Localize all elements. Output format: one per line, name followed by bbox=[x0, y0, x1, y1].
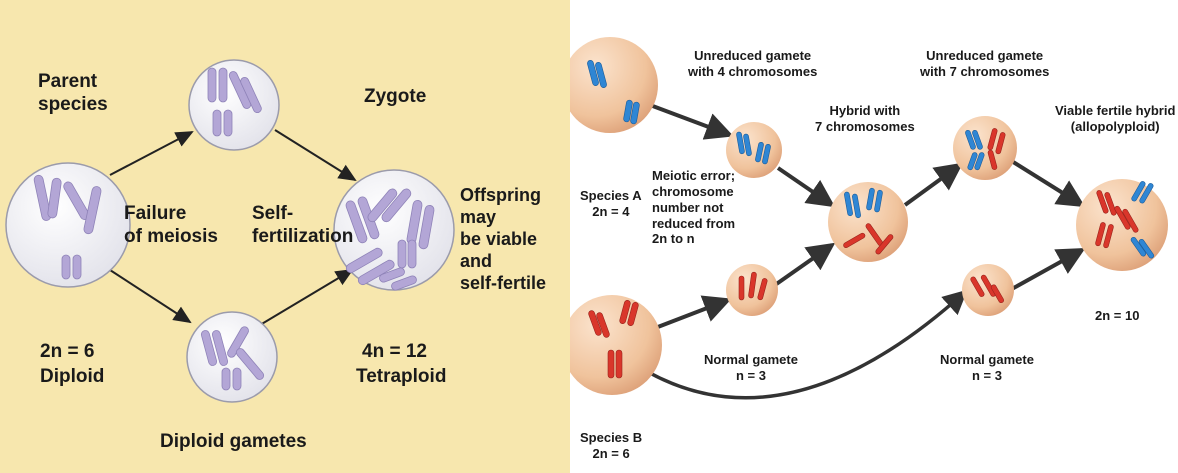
zygote-ploidy-label: 4n = 12 bbox=[362, 340, 427, 363]
arrow-gamete-bottom-to-zygote bbox=[260, 270, 352, 325]
arrow-unreduced-to-viable bbox=[1010, 160, 1082, 205]
normal-gamete-2-label: Normal gamete n = 3 bbox=[940, 352, 1034, 384]
diploid-gametes-label: Diploid gametes bbox=[160, 430, 307, 453]
failure-of-meiosis-label: Failure of meiosis bbox=[124, 202, 218, 248]
zygote-label: Zygote bbox=[364, 85, 426, 108]
hybrid-label: Hybrid with 7 chromosomes bbox=[815, 103, 915, 135]
viable-hybrid-label: Viable fertile hybrid (allopolyploid) bbox=[1055, 103, 1175, 135]
self-fertilization-label: Self- fertilization bbox=[252, 202, 353, 248]
unreduced-gamete-4-label: Unreduced gamete with 4 chromosomes bbox=[688, 48, 817, 80]
hybrid-ploidy-label: 2n = 10 bbox=[1095, 308, 1139, 324]
normal-gamete-2-cell bbox=[962, 264, 1014, 316]
meiotic-error-note: Meiotic error; chromosome number not red… bbox=[652, 168, 735, 247]
arrow-normal-to-hybrid bbox=[775, 245, 832, 285]
hybrid-cell bbox=[828, 182, 908, 262]
diploid-gamete-bottom bbox=[187, 312, 277, 402]
species-b-label: Species B 2n = 6 bbox=[580, 430, 642, 462]
diploid-gamete-top bbox=[189, 60, 279, 150]
arrow-b-to-normal bbox=[650, 300, 728, 330]
autopolyploidy-panel: Parent species 2n = 6 Diploid Failure of… bbox=[0, 0, 570, 473]
parent-species-label: Parent species bbox=[38, 70, 108, 116]
viable-hybrid-cell bbox=[1076, 179, 1168, 271]
normal-gamete-1-label: Normal gamete n = 3 bbox=[704, 352, 798, 384]
parent-ploidy-label: 2n = 6 bbox=[40, 340, 94, 363]
arrow-hybrid-to-unreduced bbox=[905, 165, 960, 205]
species-a-label: Species A 2n = 4 bbox=[580, 188, 642, 220]
arrow-unreduced-to-hybrid bbox=[778, 168, 832, 205]
arrow-parent-to-gamete-top bbox=[110, 132, 192, 175]
normal-gamete-1-cell bbox=[726, 264, 778, 316]
parent-cell bbox=[6, 163, 130, 287]
tetraploid-label: Tetraploid bbox=[356, 365, 446, 388]
species-a-cell bbox=[570, 37, 658, 133]
parent-diploid-label: Diploid bbox=[40, 365, 104, 388]
arrow-a-to-unreduced bbox=[650, 105, 730, 135]
unreduced-gamete-7-cell bbox=[953, 116, 1017, 180]
allopolyploidy-panel: Unreduced gamete with 4 chromosomes Hybr… bbox=[570, 0, 1178, 473]
arrow-normal2-to-viable bbox=[1010, 250, 1082, 290]
unreduced-gamete-7-label: Unreduced gamete with 7 chromosomes bbox=[920, 48, 1049, 80]
arrow-b-to-normal2 bbox=[648, 292, 965, 398]
arrow-gamete-top-to-zygote bbox=[275, 130, 355, 180]
species-b-cell bbox=[570, 295, 662, 395]
arrow-parent-to-gamete-bottom bbox=[110, 270, 190, 322]
offspring-note: Offspring may be viable and self-fertile bbox=[460, 185, 570, 295]
